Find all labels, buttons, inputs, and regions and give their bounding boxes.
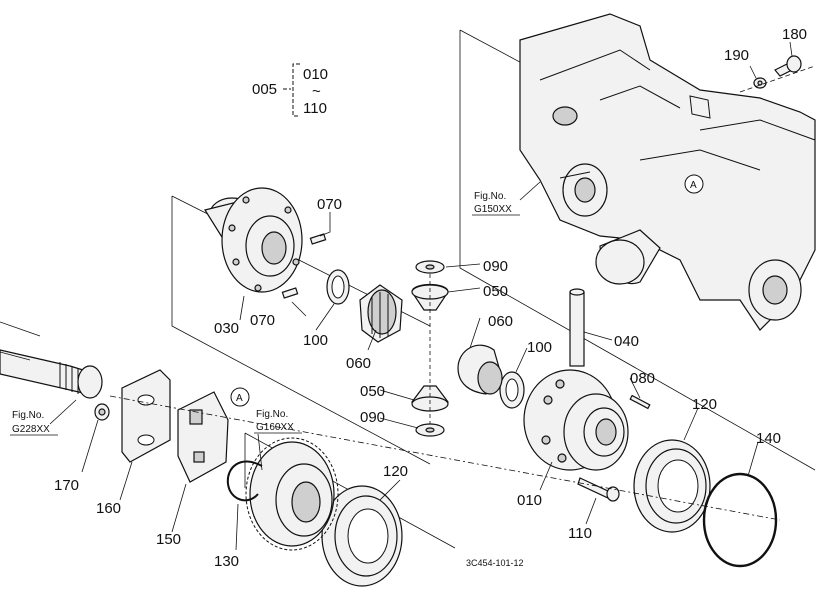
label-150: 150 [156, 531, 181, 548]
fig-ref-code: G160XX [256, 422, 294, 433]
label-170: 170 [54, 477, 79, 494]
label-160: 160 [96, 500, 121, 517]
differential-case-030 [204, 187, 303, 293]
side-gear-060a [359, 284, 403, 343]
label-060a: 060 [346, 355, 371, 372]
label-120b: 120 [692, 396, 717, 413]
thrust-washer-100b [499, 371, 525, 409]
label-090a: 090 [483, 258, 508, 275]
label-070a: 070 [317, 196, 342, 213]
svg-text:A: A [690, 180, 697, 191]
pin-070b [281, 287, 299, 299]
label-060b: 060 [488, 313, 513, 330]
label-100b: 100 [527, 339, 552, 356]
thrust-washer-100a [326, 269, 350, 305]
pinion-gear-050b [411, 385, 449, 412]
drawing-id: 3C454-101-12 [466, 558, 524, 568]
fig-ref-title: Fig.No. [474, 191, 506, 202]
svg-text:A: A [236, 393, 243, 404]
pin-080 [629, 394, 651, 410]
pinion-washer-090b [415, 423, 445, 437]
fig-ref-title: Fig.No. [256, 409, 288, 420]
label-120a: 120 [383, 463, 408, 480]
differential-case-010 [523, 369, 629, 471]
pinion-shaft-040 [569, 288, 585, 367]
label-050b: 050 [360, 383, 385, 400]
figure-reference-g150: Fig.No. G150XX [472, 191, 520, 216]
circlip-130 [226, 460, 263, 502]
label-130: 130 [214, 553, 239, 570]
label-080: 080 [630, 370, 655, 387]
marker-a-housing: A [684, 174, 704, 194]
axle-shaft [0, 349, 103, 399]
figure-reference-g160: Fig.No. G160XX [254, 409, 302, 434]
bolt-110 [577, 477, 620, 502]
lock-plate-150 [177, 391, 229, 483]
axle-housing [519, 13, 816, 331]
bolt-180 [774, 55, 802, 77]
fig-ref-title: Fig.No. [12, 410, 44, 421]
label-140: 140 [756, 430, 781, 447]
label-040: 040 [614, 333, 639, 350]
bolt-170 [94, 403, 110, 421]
pin-070a [309, 233, 327, 245]
assembly-range-end: 110 [303, 100, 327, 117]
label-190: 190 [724, 47, 749, 64]
assembly-range-start: 010 [303, 66, 328, 83]
assembly-number: 005 [252, 81, 277, 98]
label-100a: 100 [303, 332, 328, 349]
ring-gear [245, 437, 339, 551]
label-180: 180 [782, 26, 807, 43]
fig-ref-code: G228XX [12, 424, 50, 435]
label-010: 010 [517, 492, 542, 509]
washer-190 [753, 77, 767, 89]
bearing-120a [321, 485, 403, 587]
label-070b: 070 [250, 312, 275, 329]
leader-lines [49, 41, 793, 551]
fig-ref-code: G150XX [474, 204, 512, 215]
bracket-160 [121, 369, 171, 463]
marker-a-bracket: A [230, 387, 250, 407]
snap-ring-140 [702, 472, 778, 568]
label-110: 110 [568, 525, 592, 542]
label-030: 030 [214, 320, 239, 337]
part-labels: 070 030 070 100 060 090 050 060 050 090 … [54, 26, 807, 570]
bearing-120b [633, 439, 711, 533]
figure-reference-g228: Fig.No. G228XX [10, 410, 58, 436]
pinion-washer-090a [415, 260, 445, 274]
side-gear-060b [457, 344, 503, 395]
assembly-callout: 005 010 ~ 110 [252, 63, 328, 117]
label-090b: 090 [360, 409, 385, 426]
label-050a: 050 [483, 283, 508, 300]
assembly-range-sep: ~ [312, 83, 321, 100]
